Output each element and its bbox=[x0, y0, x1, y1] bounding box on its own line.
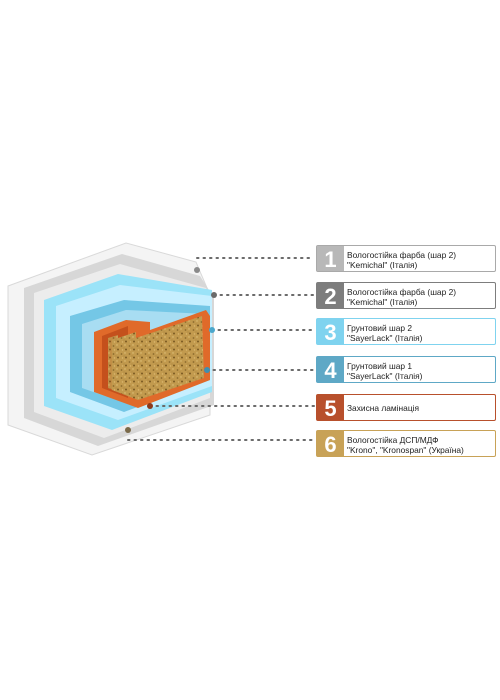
legend-item-4: 4 Грунтовий шар 1"SayerLack" (Італія) bbox=[316, 356, 496, 383]
leader-lines bbox=[127, 257, 315, 441]
leader-dot-6 bbox=[125, 427, 131, 433]
legend-item-1: 1 Вологостійка фарба (шар 2)"Kemichal" (… bbox=[316, 245, 496, 272]
legend-number-2: 2 bbox=[317, 283, 344, 309]
legend-number-6: 6 bbox=[317, 431, 344, 457]
legend-item-5: 5 Захисна ламінація bbox=[316, 394, 496, 421]
leader-dots bbox=[125, 267, 217, 433]
leader-dot-2 bbox=[211, 292, 217, 298]
leader-dot-3 bbox=[209, 327, 215, 333]
legend-item-3: 3 Грунтовий шар 2"SayerLack" (Італія) bbox=[316, 318, 496, 345]
legend-number-1: 1 bbox=[317, 246, 344, 272]
legend-text-1: Вологостійка фарба (шар 2)"Kemichal" (Іт… bbox=[347, 250, 457, 270]
leader-dot-5 bbox=[147, 403, 153, 409]
legend-text-5: Захисна ламінація bbox=[347, 403, 420, 413]
legend-item-2: 2 Вологостійка фарба (шар 2)"Kemichal" (… bbox=[316, 282, 496, 309]
legend-number-4: 4 bbox=[317, 357, 344, 383]
legend-item-6: 6 Вологостійка ДСП/МДФ"Krono", "Kronospa… bbox=[316, 430, 496, 457]
layer-6-chipboard bbox=[112, 316, 204, 400]
leader-dot-4 bbox=[204, 367, 210, 373]
legend-text-3: Грунтовий шар 2"SayerLack" (Італія) bbox=[347, 323, 423, 343]
legend-number-5: 5 bbox=[317, 395, 344, 421]
legend-text-4: Грунтовий шар 1"SayerLack" (Італія) bbox=[347, 361, 423, 381]
legend-text-2: Вологостійка фарба (шар 2)"Kemichal" (Іт… bbox=[347, 287, 457, 307]
legend-text-6: Вологостійка ДСП/МДФ"Krono", "Kronospan"… bbox=[347, 435, 464, 455]
leader-dot-1 bbox=[194, 267, 200, 273]
legend-number-3: 3 bbox=[317, 319, 344, 345]
panel-cross-section bbox=[7, 242, 214, 456]
